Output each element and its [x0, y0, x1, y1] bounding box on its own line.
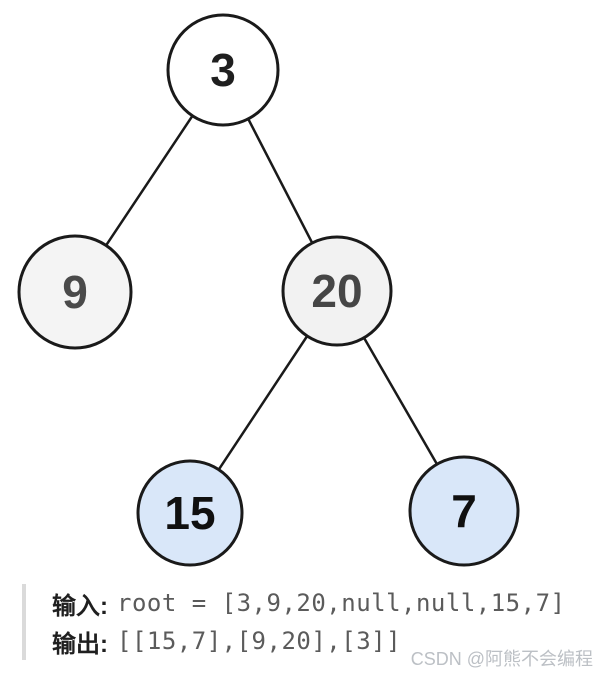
- output-line: 输出: [[15,7],[9,20],[3]]: [52, 622, 565, 660]
- node-9-circle: [17, 234, 133, 350]
- node-3-label: 3: [210, 44, 236, 96]
- node-3-circle: [166, 13, 280, 127]
- quote-bar: [22, 584, 26, 660]
- input-line: 输入: root = [3,9,20,null,null,15,7]: [52, 584, 565, 622]
- output-label: 输出:: [52, 630, 108, 658]
- node-20-circle: [281, 235, 393, 347]
- input-value: root = [3,9,20,null,null,15,7]: [117, 589, 566, 617]
- csdn-watermark: CSDN @阿熊不会编程: [410, 649, 593, 669]
- tree-diagram: 3 9 20 15 7: [17, 13, 520, 567]
- io-lines: 输入: root = [3,9,20,null,null,15,7] 输出: […: [52, 584, 565, 660]
- node-7-label: 7: [451, 485, 477, 537]
- tree-node-15: 15: [136, 459, 244, 567]
- io-block: 输入: root = [3,9,20,null,null,15,7] 输出: […: [22, 584, 565, 660]
- input-label: 输入:: [52, 592, 108, 620]
- node-20-label: 20: [311, 265, 362, 317]
- tree-edges: [73, 69, 466, 514]
- node-9-label: 9: [62, 266, 88, 318]
- output-value: [[15,7],[9,20],[3]]: [117, 627, 402, 655]
- node-15-label: 15: [164, 487, 215, 539]
- tree-node-9: 9: [17, 234, 133, 350]
- node-7-circle: [408, 455, 520, 567]
- node-15-circle: [136, 459, 244, 567]
- tree-node-3: 3: [166, 13, 280, 127]
- tree-node-7: 7: [408, 455, 520, 567]
- tree-node-20: 20: [281, 235, 393, 347]
